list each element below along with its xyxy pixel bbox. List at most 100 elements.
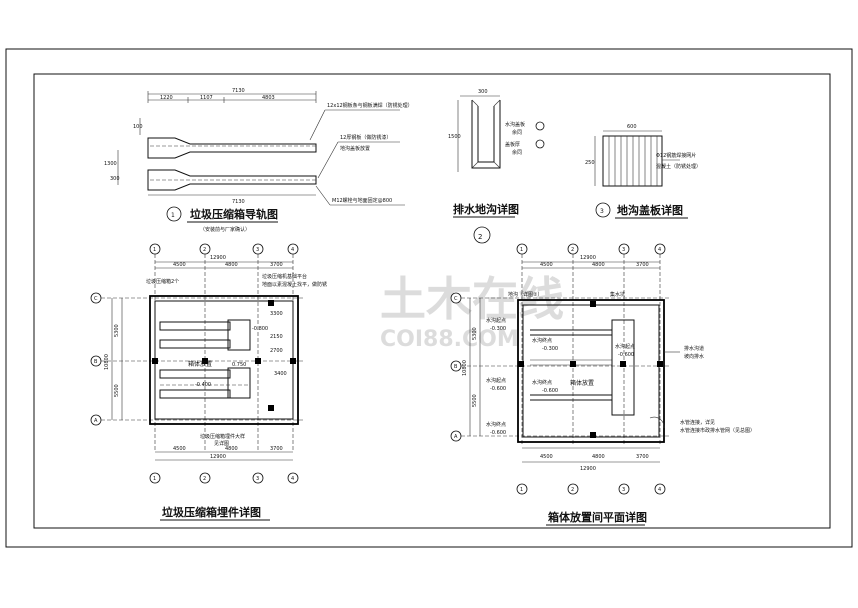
svg-text:水沟起点: 水沟起点 xyxy=(486,377,506,384)
embed-label-bottom2: 见详图 xyxy=(214,440,229,447)
cover-plate xyxy=(602,135,663,187)
guide-note-2b: 地沟盖板放置 xyxy=(340,145,370,152)
svg-text:3700: 3700 xyxy=(636,454,649,460)
svg-text:1: 1 xyxy=(520,487,523,493)
cover-number-bubble xyxy=(595,202,611,218)
drain-note-2: 余同 xyxy=(512,129,522,136)
sheet-outer-border xyxy=(5,48,853,548)
cover-dim-w: 600 xyxy=(627,124,637,130)
svg-text:4800: 4800 xyxy=(225,446,238,452)
embed-title: 垃圾压缩箱埋件详图 xyxy=(162,505,261,519)
svg-text:1: 1 xyxy=(153,476,156,482)
cover-title: 地沟盖板详图 xyxy=(617,203,683,217)
svg-text:4800: 4800 xyxy=(592,454,605,460)
svg-text:12900: 12900 xyxy=(580,255,596,261)
svg-text:3: 3 xyxy=(622,247,625,253)
svg-text:10800: 10800 xyxy=(462,360,468,376)
embed-outer-wall xyxy=(149,295,299,425)
svg-text:4800: 4800 xyxy=(592,262,605,268)
svg-text:C: C xyxy=(454,296,458,302)
guide-note-1: 12x12钢板条与钢板满焊（防锈处理） xyxy=(327,102,413,109)
svg-text:5300: 5300 xyxy=(114,324,120,337)
svg-text:3: 3 xyxy=(622,487,625,493)
embed-plan: 1 2 3 4 12900 4500 4800 3700 C B A 10800… xyxy=(90,243,327,521)
svg-text:水沟终点: 水沟终点 xyxy=(532,337,552,344)
svg-text:水沟起点: 水沟起点 xyxy=(615,343,635,350)
cover-note-1: Φ12钢筋焊接网片 xyxy=(656,152,696,159)
plan-note-top: 地沟（详图②） xyxy=(508,291,542,298)
svg-text:4: 4 xyxy=(291,247,294,253)
drain-dim-h: 1500 xyxy=(448,134,461,140)
drain-detail: 300 1500 水沟盖板 余同 盖板厚 余同 排水地沟详图 2 xyxy=(448,89,545,244)
svg-text:4: 4 xyxy=(658,487,661,493)
drain-note-4: 余同 xyxy=(512,149,522,156)
svg-text:2150: 2150 xyxy=(270,334,283,340)
guide-dim-bottom: 7130 xyxy=(232,199,245,205)
guide-dim-c: 4803 xyxy=(262,95,275,101)
svg-text:4500: 4500 xyxy=(173,446,186,452)
svg-text:3300: 3300 xyxy=(270,311,283,317)
watermark: 土木在线 COI88.COM xyxy=(380,272,564,352)
svg-text:2: 2 xyxy=(203,476,206,482)
svg-text:-0.300: -0.300 xyxy=(490,326,506,332)
svg-text:-0.600: -0.600 xyxy=(490,430,506,436)
watermark-en: COI88.COM xyxy=(380,327,519,352)
svg-text:4: 4 xyxy=(658,247,661,253)
svg-text:-0.300: -0.300 xyxy=(542,346,558,352)
svg-text:-0.800: -0.800 xyxy=(252,326,268,332)
svg-text:2: 2 xyxy=(203,247,206,253)
guide-dim-a: 1220 xyxy=(160,95,173,101)
svg-text:4500: 4500 xyxy=(540,262,553,268)
svg-text:3400: 3400 xyxy=(274,371,287,377)
svg-text:100: 100 xyxy=(133,124,143,130)
cover-dim-h: 250 xyxy=(585,160,595,166)
embed-label-top1: 垃圾压缩箱2个 xyxy=(146,278,179,285)
guide-title: 垃圾压缩箱导轨图 xyxy=(190,207,278,221)
embed-label-top3: 地面以素混凝土找平，做防锈 xyxy=(262,281,327,288)
guide-dim-total: 7130 xyxy=(232,88,245,94)
svg-text:B: B xyxy=(94,359,98,365)
svg-text:A: A xyxy=(94,418,98,424)
guide-dim-left-a: 300 xyxy=(110,176,120,182)
svg-text:5500: 5500 xyxy=(114,384,120,397)
svg-text:3700: 3700 xyxy=(270,262,283,268)
drain-title: 排水地沟详图 xyxy=(453,202,519,216)
drain-dim-top: 300 xyxy=(478,89,488,95)
svg-text:-0.600: -0.600 xyxy=(542,388,558,394)
room-plan: 1 2 3 4 12900 4500 4800 3700 C B A 10800… xyxy=(450,243,755,526)
svg-text:10800: 10800 xyxy=(104,354,110,370)
svg-text:3700: 3700 xyxy=(270,446,283,452)
guide-number: 1 xyxy=(171,212,175,219)
plan-note-right3: 水管连接市政排水管网（见总图） xyxy=(680,427,755,434)
sheet-inner-border xyxy=(33,73,831,529)
svg-text:B: B xyxy=(454,364,458,370)
svg-text:1: 1 xyxy=(153,247,156,253)
svg-text:12900: 12900 xyxy=(580,466,596,472)
svg-text:3: 3 xyxy=(256,247,259,253)
svg-text:1: 1 xyxy=(520,247,523,253)
watermark-cn: 土木在线 xyxy=(380,272,564,326)
guide-rail-bottom xyxy=(147,169,317,191)
plan-title: 箱体放置间平面详图 xyxy=(548,510,647,524)
guide-subtitle: （安装前与厂家确认） xyxy=(200,226,250,233)
svg-text:5300: 5300 xyxy=(472,327,478,340)
guide-dim-b: 1107 xyxy=(200,95,213,101)
drain-number: 2 xyxy=(478,233,482,241)
svg-text:2700: 2700 xyxy=(270,348,283,354)
svg-text:3700: 3700 xyxy=(636,262,649,268)
svg-text:水沟终点: 水沟终点 xyxy=(486,421,506,428)
svg-text:4: 4 xyxy=(291,476,294,482)
svg-text:2: 2 xyxy=(571,247,574,253)
cover-note-2: 混凝土（防锈处理） xyxy=(656,163,701,170)
svg-text:箱体放置: 箱体放置 xyxy=(570,379,594,387)
guide-note-3: M12螺栓与地面固定@800 xyxy=(332,197,392,204)
plan-outer-wall xyxy=(517,299,665,443)
svg-text:2: 2 xyxy=(571,487,574,493)
guide-rail-top xyxy=(147,137,317,159)
cover-detail: 600 250 Φ12钢筋焊接网片 混凝土（防锈处理） 3 地沟盖板详图 xyxy=(585,124,701,219)
cover-number: 3 xyxy=(600,208,604,215)
svg-text:4500: 4500 xyxy=(540,454,553,460)
svg-text:C: C xyxy=(94,296,98,302)
